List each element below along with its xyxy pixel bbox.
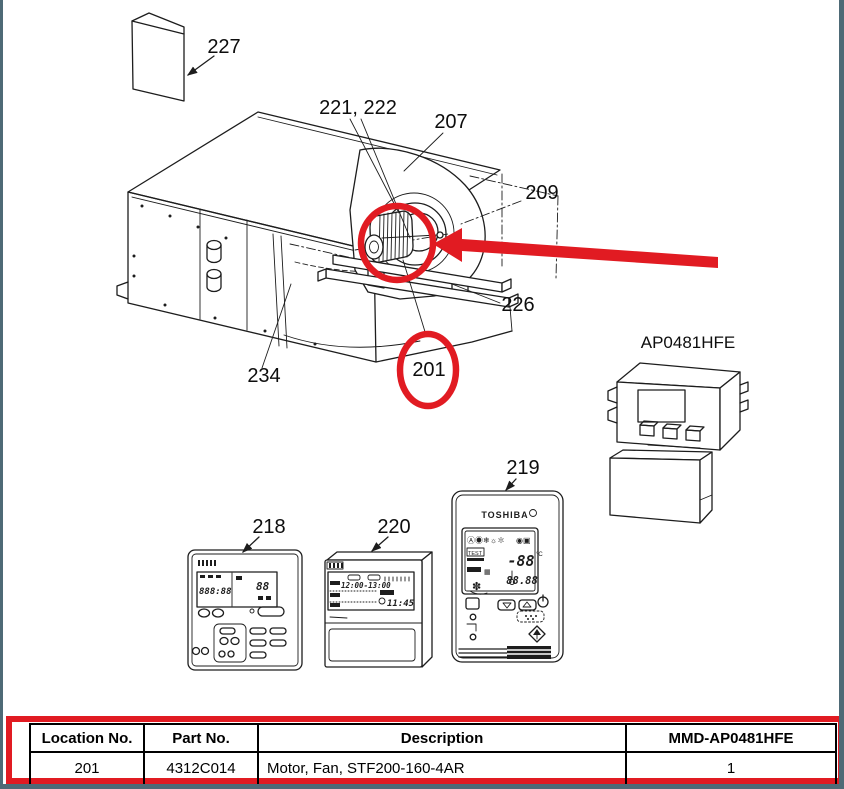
header-description: Description: [257, 723, 627, 753]
motor-highlight-circle: [357, 202, 437, 284]
indoor-unit-drawing: [116, 111, 513, 363]
callout-218: 218: [252, 516, 285, 538]
header-model: MMD-AP0481HFE: [625, 723, 837, 753]
callout-labels: 227 221, 222 207 209 226 234 201 AP0481H…: [207, 36, 735, 538]
page-edge-right: [839, 0, 844, 789]
lcd-219-temp: -88: [507, 552, 534, 570]
screw-dots: [132, 204, 317, 346]
schedule-timer-drawing: 12:00-13:00 11:45: [324, 551, 433, 668]
wireless-remote-drawing: TOSHIBA Ⓐ◉❄☼✽ ◉▣ TEST -88 °C ▦ 88.88 ✽: [451, 490, 564, 663]
parts-table-header-row: Location No. Part No. Description MMD-AP…: [29, 723, 837, 753]
header-part-no: Part No.: [143, 723, 259, 753]
callout-209: 209: [525, 182, 558, 204]
lcd-219-misc-icons: ◉▣: [516, 536, 531, 545]
callout-221-222: 221, 222: [319, 97, 397, 119]
parts-table-highlight-box: Location No. Part No. Description MMD-AP…: [6, 716, 844, 786]
lcd-219-degrees: °C: [536, 552, 543, 558]
lcd-219-time: 88.88: [506, 575, 538, 587]
lcd-218-temp: 88: [256, 580, 270, 593]
cell-part-no: 4312C014: [143, 751, 259, 786]
leader-lines: [186, 55, 522, 553]
control-unit-drawing: [607, 362, 749, 524]
callout-227: 227: [207, 36, 240, 58]
red-annotations: [357, 202, 718, 410]
page-edge-bottom: [0, 784, 844, 789]
lcd-218-main: 888:88: [199, 587, 232, 597]
exploded-diagram: 888:88 88: [116, 12, 749, 671]
callout-220: 220: [377, 516, 410, 538]
lcd-220-program: 12:00-13:00: [341, 581, 391, 590]
page-edge-left: [0, 0, 3, 789]
callout-234: 234: [247, 365, 280, 387]
header-location-no: Location No.: [29, 723, 145, 753]
wired-remote-drawing: 888:88 88: [187, 549, 303, 671]
callout-201-highlight-circle: [396, 330, 460, 410]
parts-table-row: 201 4312C014 Motor, Fan, STF200-160-4AR …: [29, 751, 837, 786]
cell-description: Motor, Fan, STF200-160-4AR: [257, 751, 627, 786]
parts-table: Location No. Part No. Description MMD-AP…: [29, 723, 837, 786]
manual-booklet-icon: [131, 12, 185, 102]
callout-201: 201: [412, 359, 445, 381]
callout-ap0481hfe: AP0481HFE: [641, 333, 736, 352]
cell-location-no: 201: [29, 751, 145, 786]
lcd-219-test: TEST: [468, 551, 483, 557]
lcd-220-clock: 11:45: [387, 599, 415, 609]
lcd-219-mode-icons: Ⓐ◉❄☼✽: [467, 536, 505, 545]
lcd-219-louver-icon: ▦: [484, 569, 491, 576]
callout-207: 207: [434, 111, 467, 133]
fan-assembly-drawing: [317, 147, 559, 308]
fan-icon: ✽: [472, 581, 481, 593]
highlight-arrow: [433, 228, 718, 268]
brand-text: TOSHIBA: [481, 510, 528, 520]
callout-219: 219: [506, 457, 539, 479]
callout-226: 226: [501, 294, 534, 316]
fan-motor-drawing: [354, 210, 449, 263]
cell-quantity: 1: [625, 751, 837, 786]
